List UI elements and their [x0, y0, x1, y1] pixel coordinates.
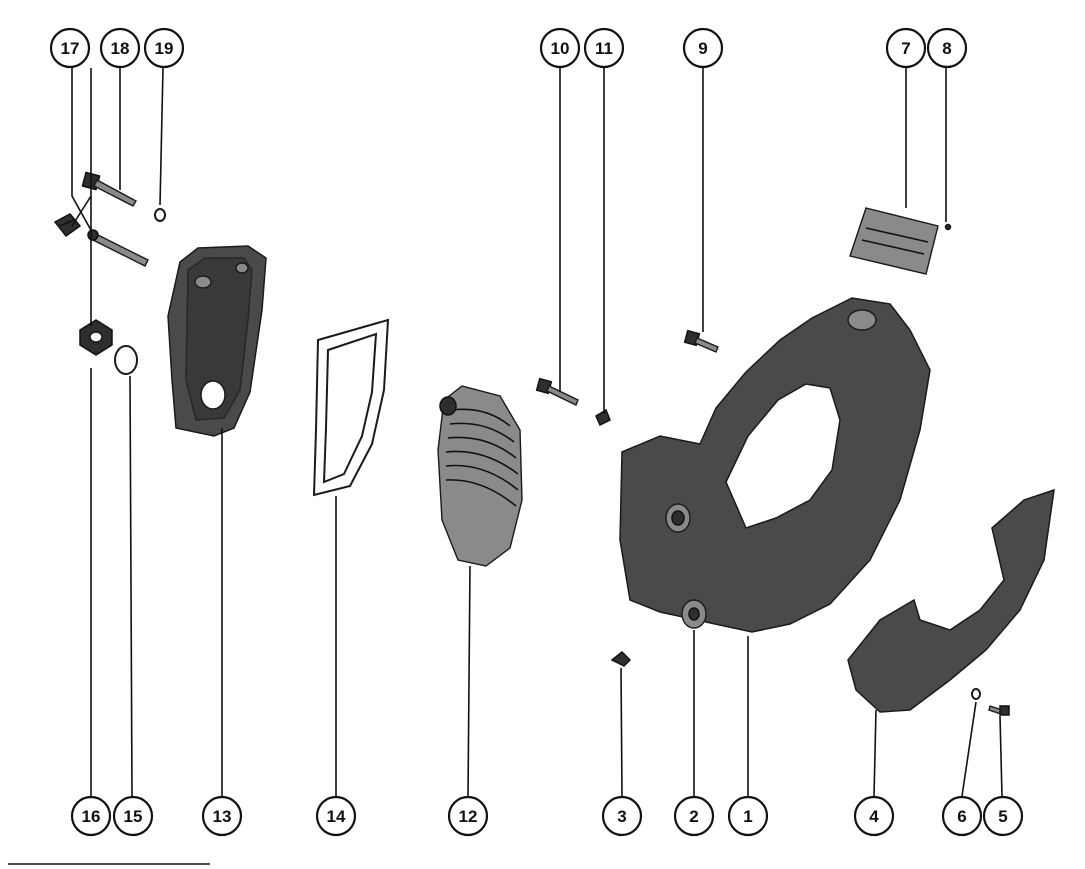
part-13-cover-plate	[167, 245, 267, 437]
callout-15: 15	[112, 795, 154, 837]
part-4-lower-cover	[847, 488, 1055, 713]
svg-text:17: 17	[61, 39, 80, 58]
callout-17: 17	[49, 27, 91, 69]
part-1-housing	[619, 297, 931, 633]
callout-19: 19	[143, 27, 185, 69]
callout-13: 13	[201, 795, 243, 837]
svg-text:7: 7	[901, 39, 910, 58]
part-2-fitting	[681, 599, 707, 629]
svg-text:14: 14	[327, 807, 346, 826]
svg-text:10: 10	[551, 39, 570, 58]
callout-10: 10	[539, 27, 581, 69]
part-15-o-ring	[114, 345, 138, 375]
callout-12: 12	[447, 795, 489, 837]
svg-text:16: 16	[82, 807, 101, 826]
part-11-clip	[595, 408, 611, 427]
part-10-bolt	[535, 377, 579, 406]
callout-4: 4	[853, 795, 895, 837]
callout-9: 9	[682, 27, 724, 69]
svg-text:11: 11	[595, 39, 613, 58]
callout-6: 6	[941, 795, 983, 837]
part-17-stud	[87, 229, 149, 267]
svg-text:18: 18	[111, 39, 130, 58]
svg-text:2: 2	[689, 807, 698, 826]
part-5-screw	[988, 705, 1010, 716]
callout-7: 7	[885, 27, 927, 69]
part-7-nameplate	[849, 207, 939, 275]
svg-text:12: 12	[459, 807, 478, 826]
leader-lines	[71, 67, 1003, 797]
callout-8: 8	[926, 27, 968, 69]
part-9-bolt	[683, 329, 719, 353]
callout-1: 1	[727, 795, 769, 837]
part-3-grease-fitting	[610, 650, 632, 667]
svg-text:5: 5	[998, 807, 1007, 826]
part-16-hex-nut	[79, 319, 113, 356]
svg-text:15: 15	[124, 807, 143, 826]
part-6-washer	[971, 688, 981, 700]
svg-text:6: 6	[957, 807, 966, 826]
callout-16: 16	[70, 795, 112, 837]
svg-text:3: 3	[617, 807, 626, 826]
part-12-finned-cover	[437, 385, 523, 567]
callout-18: 18	[99, 27, 141, 69]
callout-2: 2	[673, 795, 715, 837]
callout-3: 3	[601, 795, 643, 837]
part-17-fitting	[53, 213, 82, 238]
part-8-rivet	[944, 223, 952, 231]
part-19-washer	[154, 208, 166, 222]
svg-text:8: 8	[942, 39, 951, 58]
svg-text:19: 19	[155, 39, 174, 58]
callout-14: 14	[315, 795, 357, 837]
svg-text:4: 4	[869, 807, 879, 826]
svg-text:1: 1	[743, 807, 752, 826]
part-14-gasket	[312, 318, 390, 497]
callout-11: 11	[583, 27, 625, 69]
svg-text:9: 9	[698, 39, 707, 58]
svg-text:13: 13	[213, 807, 232, 826]
callout-5: 5	[982, 795, 1024, 837]
